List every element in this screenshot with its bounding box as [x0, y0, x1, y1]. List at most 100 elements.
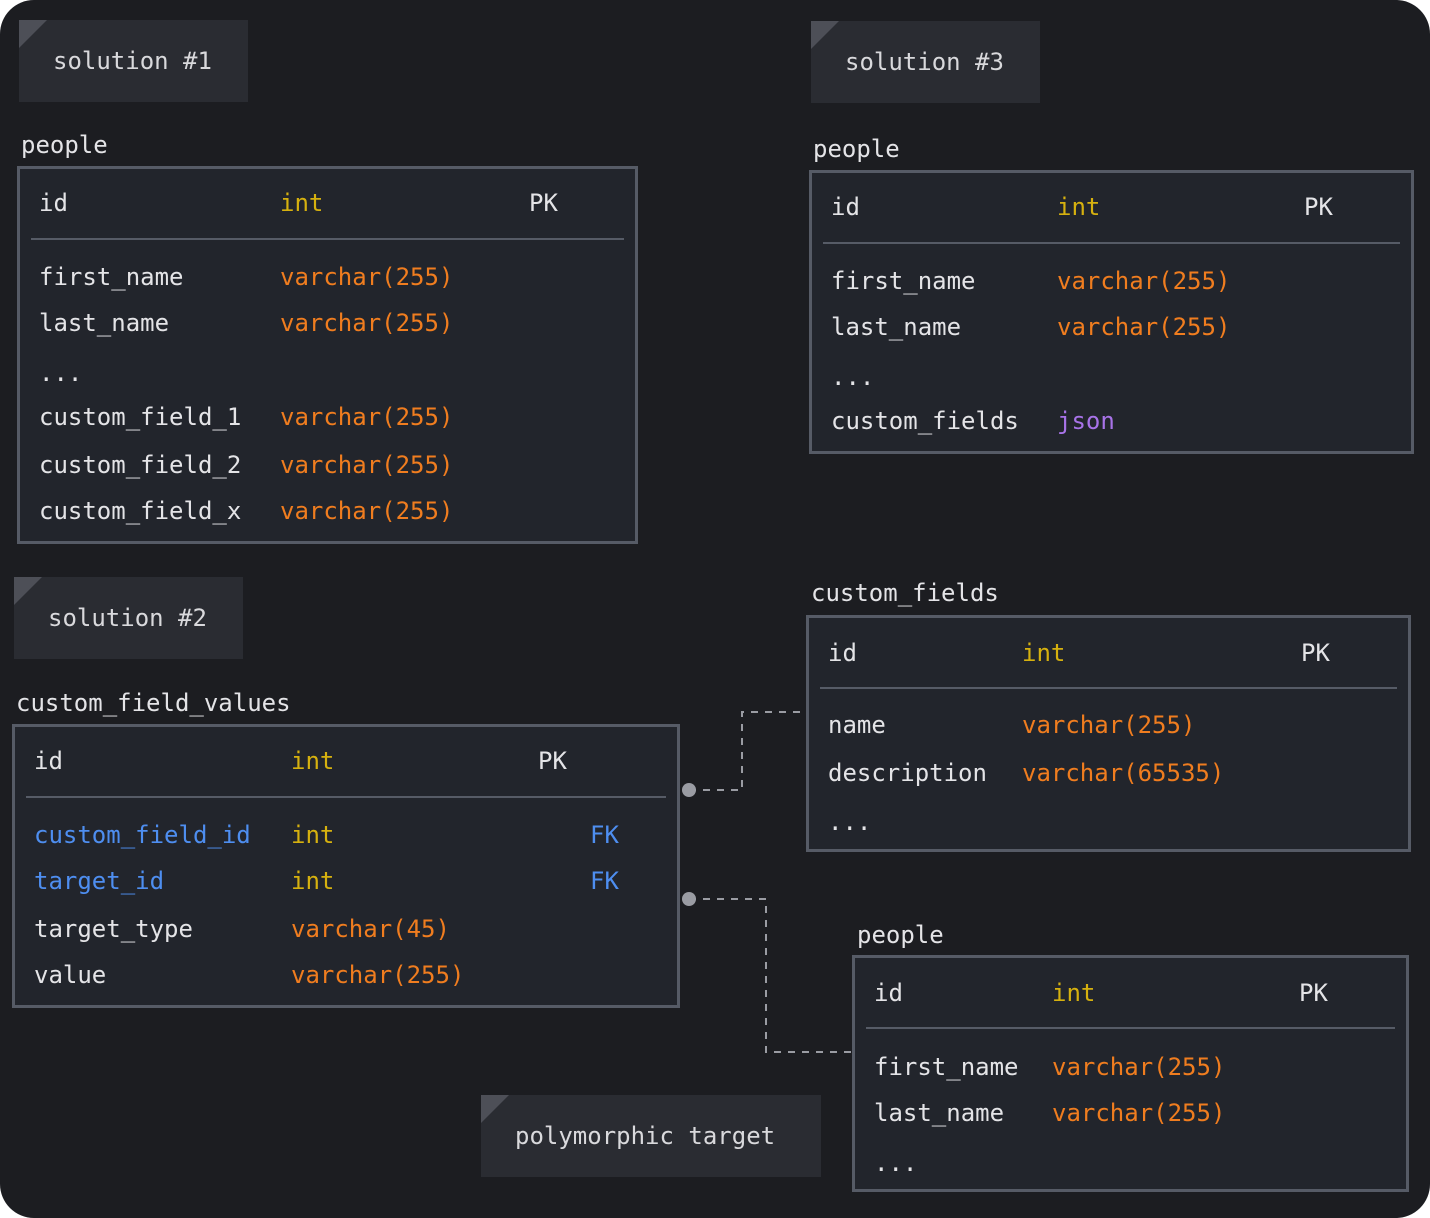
table-row: custom_field_2 varchar(255) [20, 448, 635, 482]
column-name: id [39, 189, 68, 217]
column-type: varchar(255) [280, 497, 454, 525]
note-fold-icon [811, 21, 839, 49]
column-ellipsis: ... [828, 808, 872, 836]
column-type: varchar(255) [1022, 711, 1196, 739]
divider [820, 687, 1397, 689]
column-type: varchar(45) [291, 915, 450, 943]
table-row: custom_field_1 varchar(255) [20, 400, 635, 434]
column-type: varchar(255) [1052, 1099, 1226, 1127]
table-row: custom_field_id int FK [15, 818, 677, 852]
column-type: varchar(65535) [1022, 759, 1225, 787]
column-type: int [280, 189, 324, 217]
table-row: custom_fields json [812, 404, 1411, 438]
table-row: target_id int FK [15, 864, 677, 898]
table-row: id int PK [812, 190, 1411, 224]
table-custom-field-values: id int PK custom_field_id int FK target_… [12, 724, 680, 1008]
column-type: int [291, 821, 335, 849]
column-type: varchar(255) [280, 309, 454, 337]
table-title-people-1: people [21, 131, 108, 159]
primary-key-badge: PK [529, 189, 558, 217]
column-type: varchar(255) [280, 403, 454, 431]
link-custom-field-id-dot [682, 783, 696, 797]
column-name: custom_field_1 [39, 403, 242, 431]
table-row: ... [812, 360, 1411, 394]
table-row: first_name varchar(255) [20, 260, 635, 294]
column-name: custom_fields [831, 407, 1019, 435]
column-type: int [1022, 639, 1066, 667]
note-solution-1: solution #1 [19, 20, 248, 102]
note-label: polymorphic target [515, 1122, 776, 1150]
column-type: varchar(255) [280, 263, 454, 291]
primary-key-badge: PK [1299, 979, 1328, 1007]
column-type: int [1052, 979, 1096, 1007]
table-title-custom-fields: custom_fields [811, 579, 999, 607]
divider [26, 796, 666, 798]
column-ellipsis: ... [39, 359, 83, 387]
table-row: last_name varchar(255) [20, 306, 635, 340]
note-label: solution #1 [53, 47, 212, 75]
column-name: value [34, 961, 107, 989]
foreign-key-badge: FK [590, 821, 619, 849]
table-row: id int PK [855, 976, 1406, 1010]
link-custom-field-id [689, 711, 806, 791]
column-type: varchar(255) [1052, 1053, 1226, 1081]
column-name: target_type [34, 915, 193, 943]
column-name: name [828, 711, 886, 739]
table-title-people-3: people [813, 135, 900, 163]
column-type: varchar(255) [1057, 313, 1231, 341]
table-row: target_type varchar(45) [15, 912, 677, 946]
column-type: varchar(255) [1057, 267, 1231, 295]
column-type: varchar(255) [280, 451, 454, 479]
column-name: custom_field_id [34, 821, 251, 849]
column-type: json [1057, 407, 1115, 435]
note-fold-icon [481, 1095, 509, 1123]
table-title-people-2: people [857, 921, 944, 949]
column-name: custom_field_x [39, 497, 242, 525]
table-row: id int PK [809, 636, 1408, 670]
column-name: id [828, 639, 857, 667]
note-fold-icon [19, 20, 47, 48]
column-name: last_name [39, 309, 170, 337]
foreign-key-badge: FK [590, 867, 619, 895]
column-name: last_name [831, 313, 962, 341]
divider [866, 1027, 1395, 1029]
table-row: last_name varchar(255) [855, 1096, 1406, 1130]
table-row: last_name varchar(255) [812, 310, 1411, 344]
primary-key-badge: PK [1301, 639, 1330, 667]
table-row: ... [809, 805, 1408, 839]
primary-key-badge: PK [1304, 193, 1333, 221]
link-target-id-dot [682, 892, 696, 906]
table-row: ... [855, 1146, 1406, 1180]
column-ellipsis: ... [831, 363, 875, 391]
table-row: first_name varchar(255) [812, 264, 1411, 298]
column-type: int [1057, 193, 1101, 221]
column-name: last_name [874, 1099, 1005, 1127]
note-polymorphic-target: polymorphic target [481, 1095, 821, 1177]
column-name: target_id [34, 867, 165, 895]
table-row: first_name varchar(255) [855, 1050, 1406, 1084]
table-row: id int PK [15, 744, 677, 778]
column-type: varchar(255) [291, 961, 465, 989]
table-people-3: id int PK first_name varchar(255) last_n… [809, 170, 1414, 454]
divider [823, 242, 1400, 244]
column-name: first_name [39, 263, 184, 291]
column-name: custom_field_2 [39, 451, 242, 479]
column-name: id [874, 979, 903, 1007]
note-label: solution #2 [48, 604, 207, 632]
table-row: name varchar(255) [809, 708, 1408, 742]
table-row: description varchar(65535) [809, 756, 1408, 790]
divider [31, 238, 624, 240]
table-people-2: id int PK first_name varchar(255) last_n… [852, 955, 1409, 1192]
column-type: int [291, 747, 335, 775]
table-row: ... [20, 356, 635, 390]
link-target-id [689, 898, 852, 1053]
table-people-1: id int PK first_name varchar(255) last_n… [17, 166, 638, 544]
column-name: id [34, 747, 63, 775]
column-name: first_name [874, 1053, 1019, 1081]
note-label: solution #3 [845, 48, 1004, 76]
table-custom-fields: id int PK name varchar(255) description … [806, 615, 1411, 852]
table-row: custom_field_x varchar(255) [20, 494, 635, 528]
note-fold-icon [14, 577, 42, 605]
note-solution-3: solution #3 [811, 21, 1040, 103]
